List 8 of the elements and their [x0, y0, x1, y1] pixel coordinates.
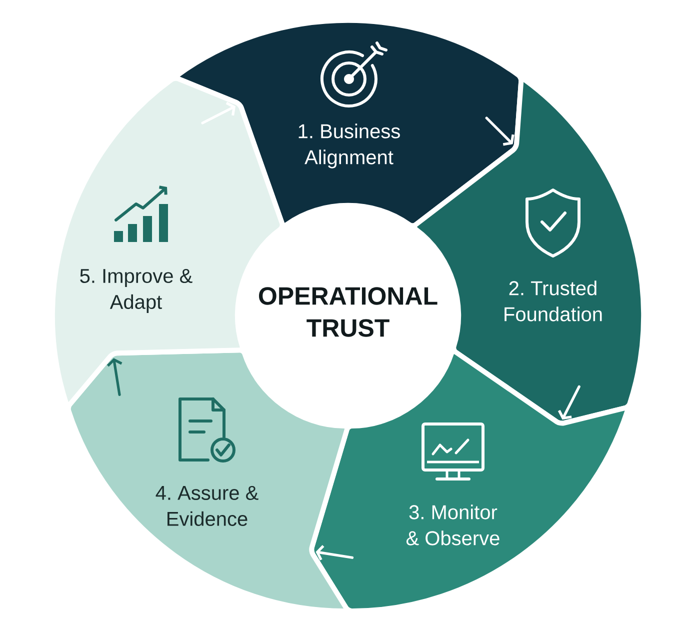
cycle-segment: 4. Assure & Evidence [66, 348, 350, 614]
cycle-segment: 3. Monitor & Observe [309, 349, 630, 614]
arrow [201, 102, 236, 124]
cycle-segment: 1. Business Alignment [174, 18, 524, 228]
arrow [106, 358, 122, 396]
arrow [316, 545, 354, 560]
hub-title: OPERATIONAL TRUST [258, 287, 438, 337]
arrow [485, 116, 514, 146]
